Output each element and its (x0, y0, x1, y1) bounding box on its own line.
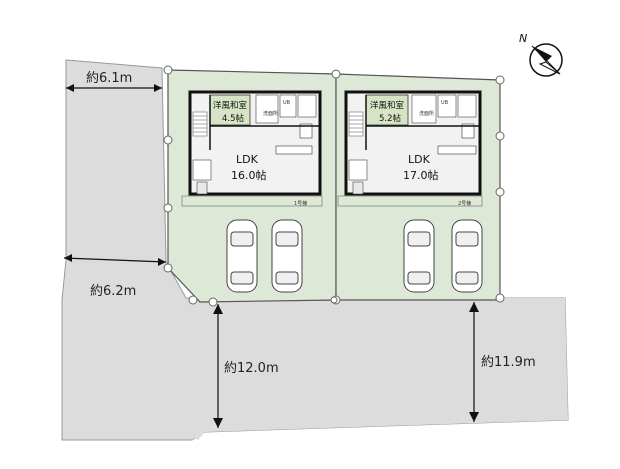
parking-cars (226, 219, 483, 293)
dim-top-left-label: 約6.1m (86, 71, 132, 86)
house-1-ldk-size: 16.0帖 (231, 169, 267, 182)
house-2-western-room (365, 94, 409, 126)
house-2-ldk-label: LDK (408, 153, 431, 166)
dimension-road-left: 約12.0m (213, 304, 279, 428)
house-2-ldk-size: 17.0帖 (403, 169, 439, 182)
house-2-washroom-label: 洗面所 (419, 110, 434, 117)
compass-north-icon: N (519, 32, 563, 77)
compass-north-label: N (519, 32, 527, 45)
left-gray-area (0, 60, 64, 465)
car-icon (226, 219, 258, 293)
dim-road-right-label: 約11.9m (481, 355, 536, 370)
house-1-western-room-label: 洋風和室 (213, 100, 248, 111)
house-1-stairs (192, 111, 208, 137)
dim-mid-left-label: 約6.2m (90, 284, 136, 299)
car-icon (271, 219, 303, 293)
house-1-western-room (209, 94, 251, 126)
house-1: 洋風和室 4.5帖 洗面所 UB LDK 16.0帖 1号棟 (181, 90, 323, 207)
house-2-ub-label: UB (441, 100, 449, 106)
dimension-road-right: 約11.9m (469, 302, 536, 422)
house-2-western-room-size: 5.2帖 (379, 113, 402, 124)
house-2-stairs (348, 111, 364, 137)
house-1-building-tag: 1号棟 (294, 200, 307, 207)
house-1-ldk-label: LDK (236, 153, 259, 166)
dimension-top-left: 約6.1m (66, 71, 162, 92)
car-icon (451, 219, 483, 293)
house-1-western-room-size: 4.5帖 (222, 113, 245, 124)
dim-road-left-label: 約12.0m (224, 361, 279, 376)
house-2-building-tag: 2号棟 (458, 200, 471, 207)
car-icon (403, 219, 435, 293)
house-2-western-room-label: 洋風和室 (370, 100, 405, 111)
boundary-markers (163, 65, 505, 307)
house-2: 洋風和室 5.2帖 洗面所 UB LDK 17.0帖 2号棟 (337, 90, 483, 207)
dimension-mid-left: 約6.2m (63, 254, 167, 299)
house-1-washroom-label: 洗面所 (263, 110, 278, 117)
road-strip (186, 298, 568, 440)
house-1-ub-label: UB (283, 100, 291, 106)
